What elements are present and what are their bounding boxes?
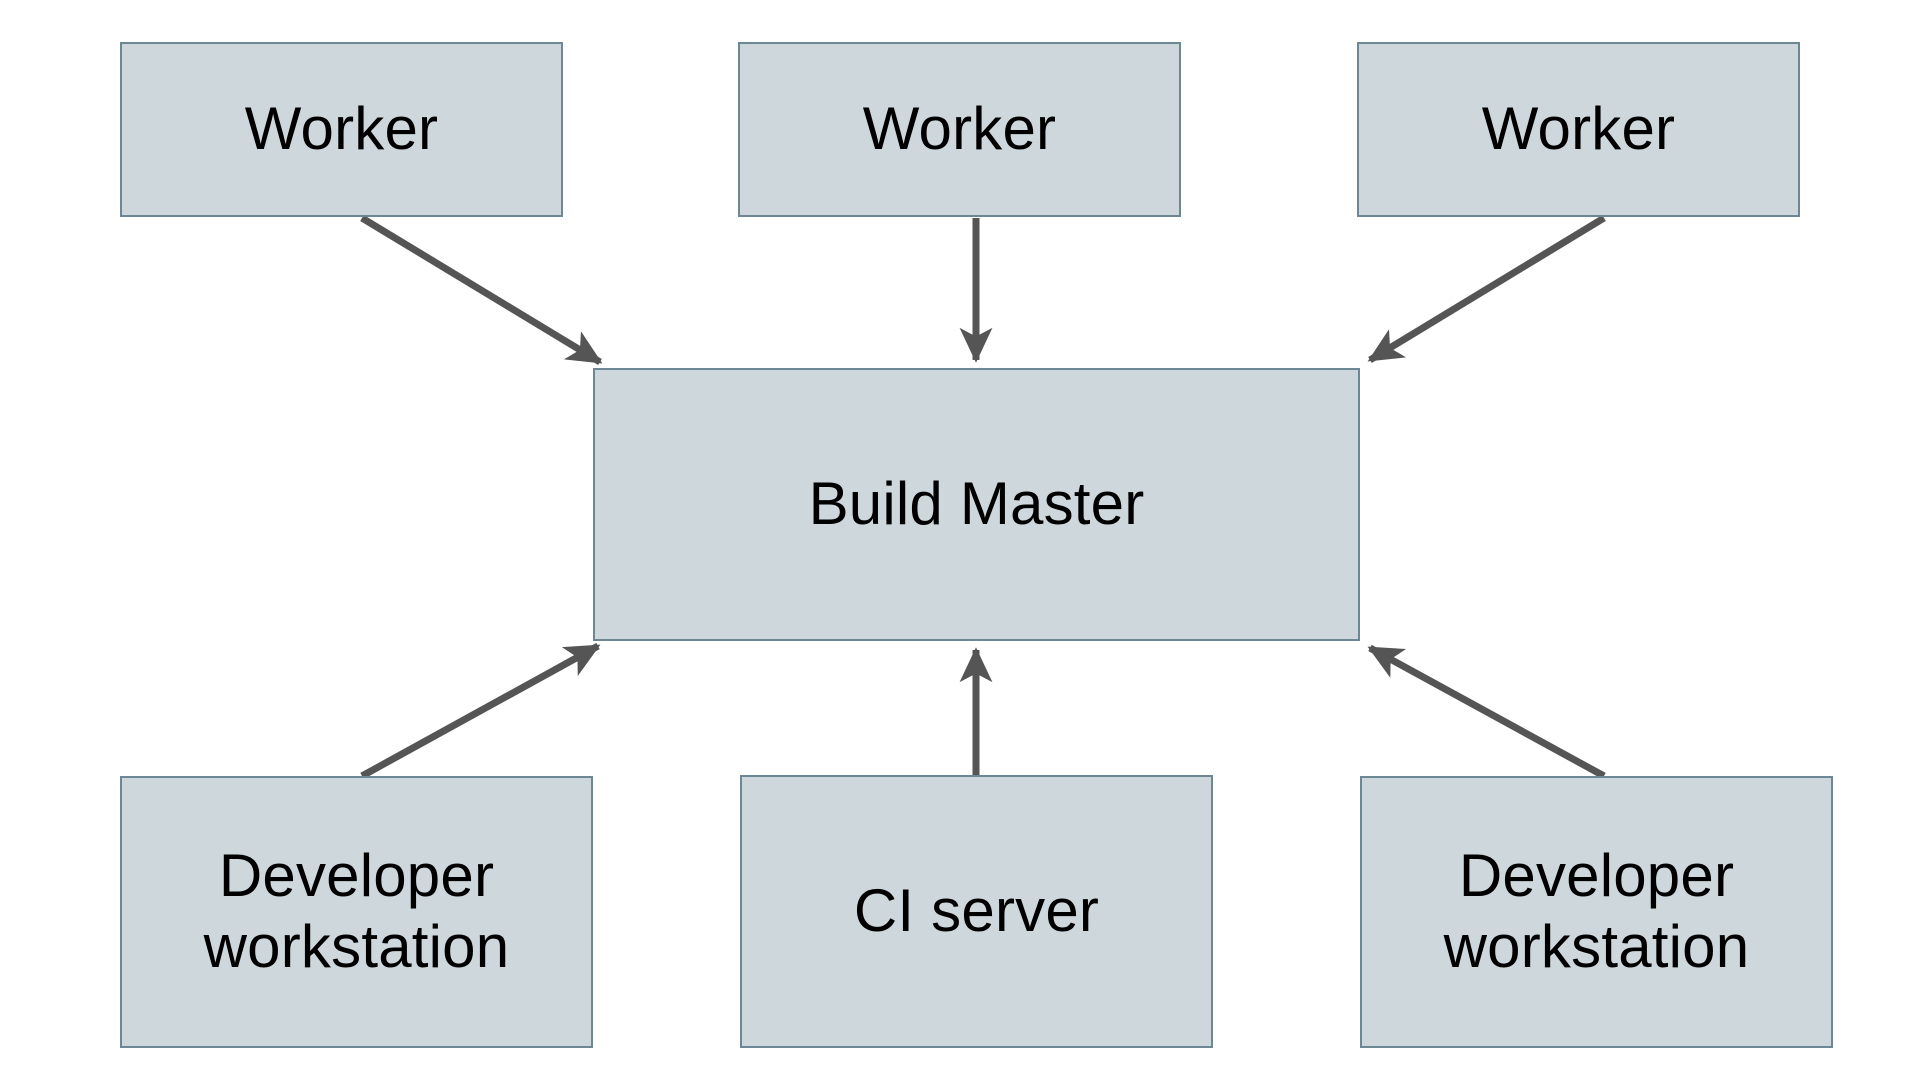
- node-developer-workstation-2-label: Developer workstation: [1443, 842, 1750, 980]
- node-build-master-label: Build Master: [808, 470, 1145, 538]
- node-developer-workstation-1[interactable]: Developer workstation: [120, 776, 593, 1048]
- edge-worker-1-to-build-master: [360, 215, 603, 365]
- node-worker-1[interactable]: Worker: [120, 42, 563, 217]
- node-worker-3[interactable]: Worker: [1357, 42, 1800, 217]
- node-ci-server[interactable]: CI server: [740, 775, 1213, 1048]
- node-developer-workstation-2[interactable]: Developer workstation: [1360, 776, 1833, 1048]
- node-ci-server-label: CI server: [853, 877, 1100, 945]
- node-developer-workstation-1-label: Developer workstation: [203, 842, 510, 980]
- node-worker-2-label: Worker: [862, 95, 1057, 163]
- edge-dev-ws-2-to-build-master: [1367, 644, 1606, 780]
- edge-dev-ws-1-to-build-master: [360, 642, 601, 780]
- node-worker-3-label: Worker: [1481, 95, 1676, 163]
- node-worker-1-label: Worker: [244, 95, 439, 163]
- edge-worker-3-to-build-master: [1367, 215, 1606, 363]
- node-worker-2[interactable]: Worker: [738, 42, 1181, 217]
- node-build-master[interactable]: Build Master: [593, 368, 1360, 641]
